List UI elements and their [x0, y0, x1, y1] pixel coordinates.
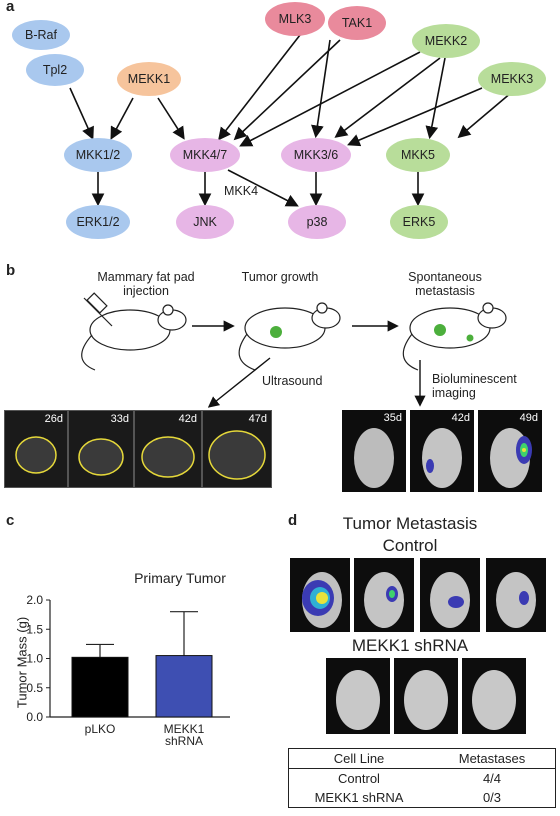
node-mkk5: MKK5: [386, 138, 450, 172]
tumor-outline-2: [78, 438, 124, 476]
metastasis-3: [466, 334, 474, 342]
node-mkk36: MKK3/6: [281, 138, 351, 172]
node-erk5: ERK5: [390, 205, 448, 239]
arrow-mekk2-mkk5: [425, 57, 446, 140]
category-label: pLKO: [85, 722, 116, 736]
y-tick-label: 0.5: [26, 681, 43, 695]
y-tick-label: 1.5: [26, 622, 43, 636]
bar: [71, 656, 129, 718]
arrow-mekk2-mkk36: [334, 57, 441, 138]
step2-label: Tumor growth: [241, 270, 319, 284]
bli-image-1: 35d: [342, 410, 406, 492]
row-control-name: Control: [338, 771, 380, 786]
table-header: Cell Line Metastases: [289, 749, 555, 769]
workflow-arrow-us: [207, 357, 271, 408]
node-mkk47: MKK4/7: [170, 138, 240, 172]
edge-label-mkk4: MKK4: [224, 184, 259, 198]
mouse-3: [402, 302, 507, 371]
panel-b-letter: b: [6, 262, 16, 279]
tumor-outline-3: [141, 436, 195, 478]
node-braf: B-Raf: [12, 20, 70, 50]
mouse-1: [81, 292, 187, 371]
us-image-2: 33d: [68, 410, 134, 488]
control-image-1: [290, 558, 350, 632]
row-control-value: 4/4: [482, 771, 502, 786]
panel-d-letter: d: [288, 512, 298, 529]
step3-label: Spontaneous metastasis: [408, 270, 482, 299]
ultrasound-label: Ultrasound: [262, 374, 323, 388]
workflow-diagram: [81, 292, 507, 408]
node-mekk3: MEKK3: [478, 62, 546, 96]
control-image-3: [420, 558, 480, 632]
shrna-image-3: [462, 658, 526, 734]
arrow-mekk3-mkk5: [457, 91, 513, 139]
node-mekk1: MEKK1: [117, 62, 181, 96]
shrna-image-1: [326, 658, 390, 734]
us-image-4: 47d: [202, 410, 272, 488]
node-mlk3: MLK3: [265, 2, 325, 36]
tumor-3: [434, 324, 446, 336]
node-erk12: ERK1/2: [66, 205, 130, 239]
header-cell-line: Cell Line: [333, 751, 385, 766]
mouse-2: [238, 302, 341, 371]
tumor-outline-1: [15, 436, 57, 474]
table-row: MEKK1 shRNA 0/3: [289, 788, 555, 807]
arrow-mlk3-mkk47: [218, 34, 301, 141]
arrow-mekk1-mkk47: [157, 97, 185, 140]
arrow-mkk4-p38: [227, 169, 299, 207]
control-label: Control: [382, 536, 438, 555]
panel-a-letter: a: [6, 0, 15, 15]
node-mkk12: MKK1/2: [64, 138, 132, 172]
node-p38: p38: [288, 205, 346, 239]
node-tpl2: Tpl2: [26, 54, 84, 86]
arrow-mekk3-mkk36: [347, 87, 483, 147]
shrna-image-2: [394, 658, 458, 734]
shrna-label: MEKK1 shRNA: [351, 636, 469, 655]
arrow-mekk2-mkk47: [239, 51, 421, 147]
y-tick-label: 0.0: [26, 710, 43, 724]
table-row: Control 4/4: [289, 769, 555, 788]
panel-c-letter: c: [6, 512, 15, 529]
category-label: MEKK1: [164, 722, 205, 736]
arrow-mekk1-mkk12: [110, 97, 134, 140]
us-image-3: 42d: [134, 410, 202, 488]
metastasis-title: Tumor Metastasis: [342, 514, 478, 533]
tumor-outline-4: [208, 430, 266, 480]
y-tick-label: 2.0: [26, 593, 43, 607]
arrow-tak1-mkk47: [233, 39, 341, 141]
control-image-2: [354, 558, 414, 632]
node-jnk: JNK: [176, 205, 234, 239]
step1-label: Mammary fat pad injection: [97, 270, 195, 299]
category-label: shRNA: [165, 734, 203, 748]
us-image-1: 26d: [4, 410, 68, 488]
metastasis-table: Cell Line Metastases Control 4/4 MEKK1 s…: [288, 748, 556, 808]
arrow-tpl2-mkk12: [69, 87, 94, 140]
bli-image-3: 49d: [478, 410, 542, 492]
node-tak1: TAK1: [328, 6, 386, 40]
row-shrna-name: MEKK1 shRNA: [314, 790, 404, 805]
bli-image-2: 42d: [410, 410, 474, 492]
arrow-tak1-mkk36: [311, 39, 331, 139]
pathway-arrows: [69, 34, 513, 207]
control-image-4: [486, 558, 546, 632]
y-tick-label: 1.0: [26, 652, 43, 666]
tumor-2: [270, 326, 282, 338]
row-shrna-value: 0/3: [482, 790, 502, 805]
node-mekk2: MEKK2: [412, 24, 480, 58]
bar: [155, 655, 213, 718]
bli-label: Bioluminescent imaging: [432, 372, 517, 401]
header-metastases: Metastases: [458, 751, 526, 766]
chart-title: Primary Tumor: [134, 570, 226, 586]
